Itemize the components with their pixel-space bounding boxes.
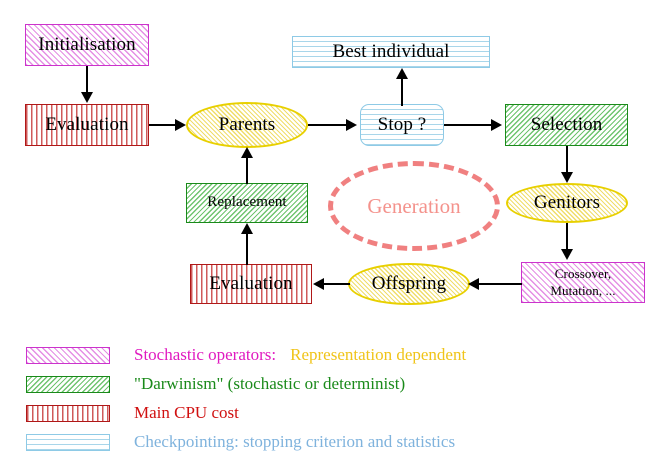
legend-label-cpu-cost: Main CPU cost [134, 403, 239, 422]
legend-row-stochastic: Stochastic operators: Representation depe… [26, 344, 466, 366]
node-generation-boundary: Generation [328, 161, 500, 251]
node-stop-label: Stop ? [377, 114, 427, 136]
node-crossover-mutation-label: Crossover, Mutation, ... [550, 266, 616, 298]
node-selection[interactable]: Selection [505, 104, 628, 146]
node-evaluation-top[interactable]: Evaluation [25, 104, 149, 146]
node-genitors[interactable]: Genitors [506, 183, 628, 223]
node-generation-label: Generation [367, 193, 461, 218]
node-initialisation-label: Initialisation [38, 34, 136, 56]
legend-swatch-green-diagonal-hatch [26, 375, 110, 393]
legend-label-stochastic-part2: Representation dependent [290, 345, 467, 364]
legend-label-checkpointing: Checkpointing: stopping criterion and st… [134, 432, 456, 451]
node-selection-label: Selection [530, 114, 603, 136]
node-evaluation-bottom-label: Evaluation [209, 273, 293, 295]
legend-swatch-blue-horizontal-hatch [26, 433, 110, 451]
node-best-individual-label: Best individual [332, 41, 450, 63]
node-evaluation-top-label: Evaluation [45, 114, 129, 136]
node-genitors-label: Genitors [533, 192, 601, 214]
node-offspring-label: Offspring [371, 273, 447, 295]
legend-label-stochastic: Stochastic operators: Representation depe… [134, 345, 466, 365]
node-offspring[interactable]: Offspring [348, 263, 470, 305]
legend-label-stochastic-part1: Stochastic operators: [134, 345, 277, 364]
node-best-individual[interactable]: Best individual [292, 36, 490, 68]
node-replacement[interactable]: Replacement [186, 183, 308, 223]
node-parents[interactable]: Parents [186, 102, 308, 148]
legend-row-checkpointing: Checkpointing: stopping criterion and st… [26, 431, 455, 453]
node-stop[interactable]: Stop ? [360, 104, 444, 146]
legend-label-darwinism: "Darwinism" (stochastic or determinist) [134, 374, 406, 393]
legend-swatch-red-vertical-hatch [26, 404, 110, 422]
node-evaluation-bottom[interactable]: Evaluation [190, 264, 312, 304]
legend-row-cpu-cost: Main CPU cost [26, 402, 239, 424]
node-replacement-label: Replacement [207, 194, 287, 211]
legend-row-darwinism: "Darwinism" (stochastic or determinist) [26, 373, 405, 395]
legend-swatch-magenta-diagonal-hatch [26, 346, 110, 364]
node-initialisation[interactable]: Initialisation [25, 24, 149, 66]
node-crossover-mutation[interactable]: Crossover, Mutation, ... [521, 262, 645, 303]
node-parents-label: Parents [218, 114, 276, 136]
